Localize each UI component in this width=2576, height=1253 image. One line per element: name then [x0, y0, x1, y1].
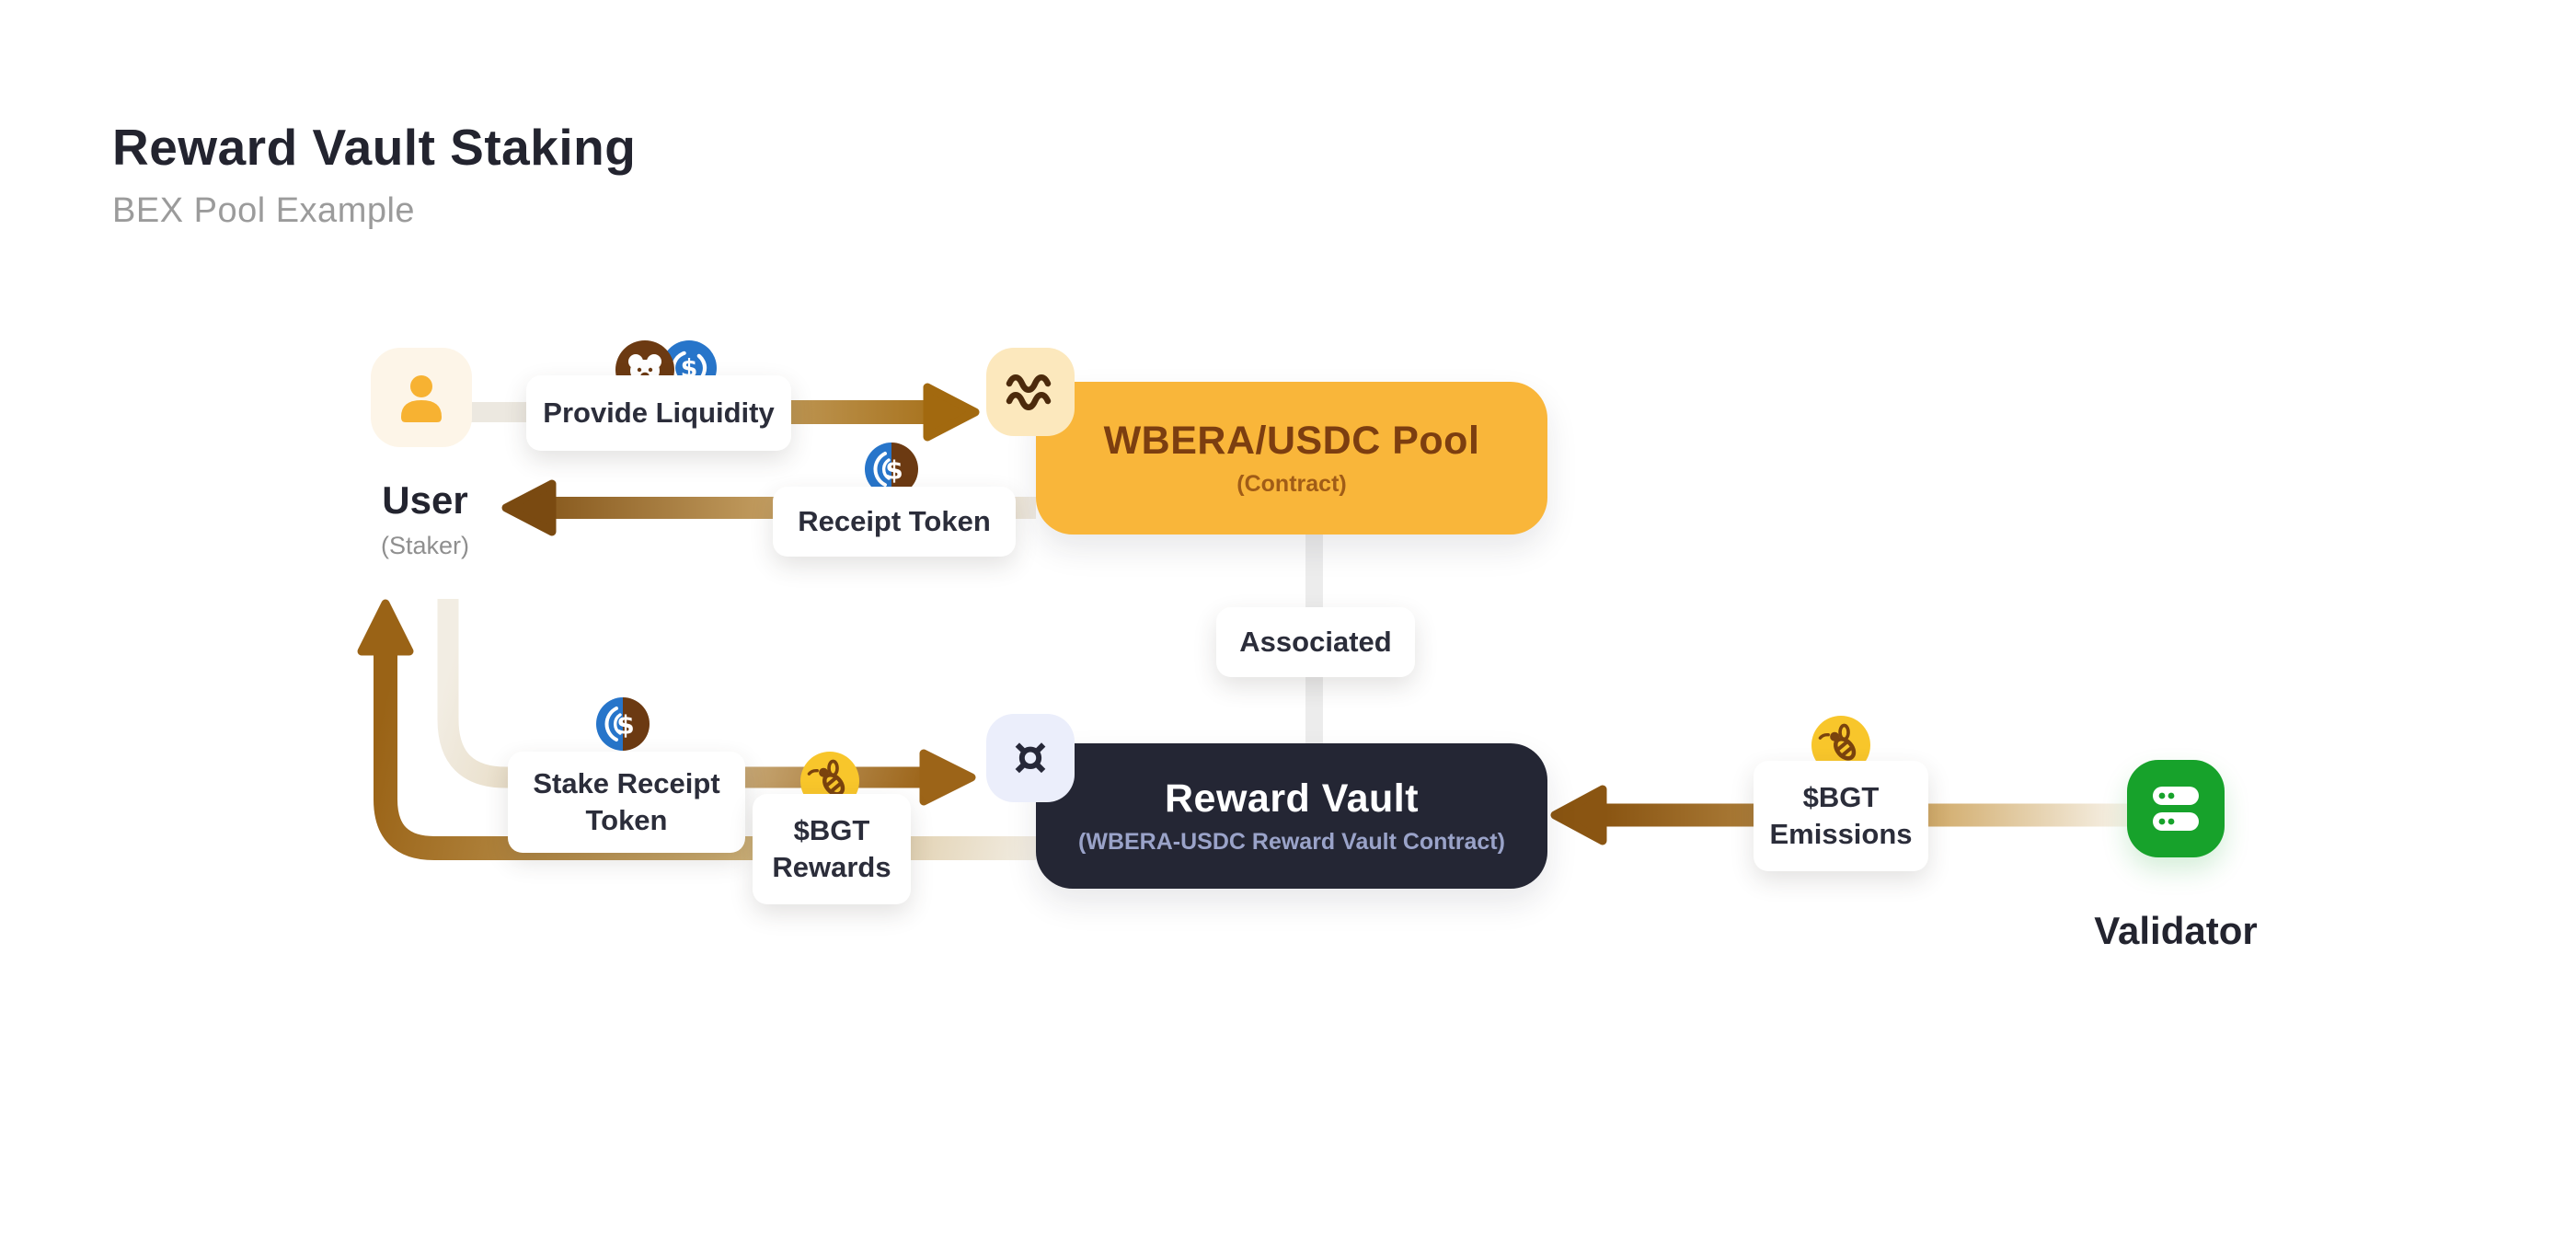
user-label: User [382, 478, 468, 522]
edge-label-receipt-token: Receipt Token [773, 487, 1016, 557]
pool-subtitle: (Contract) [1236, 471, 1347, 497]
currency-sign-icon: ¤ [1013, 725, 1048, 787]
edge-label-associated: Associated [1216, 607, 1415, 677]
edge-provide-liquidity-arrow [789, 383, 980, 442]
edge-user-to-provide-liquidity-stub [469, 402, 530, 422]
waves-icon [986, 346, 1075, 439]
svg-text:$: $ [616, 710, 634, 741]
pool-title: WBERA/USDC Pool [1103, 419, 1480, 463]
reward-vault-title: Reward Vault [1164, 776, 1420, 821]
page-subtitle: BEX Pool Example [112, 191, 416, 230]
reward-vault-subtitle: (WBERA-USDC Reward Vault Contract) [1078, 829, 1505, 855]
edge-label-stake-receipt-token: Stake Receipt Token [508, 752, 745, 853]
edge-stake-receipt-token-arrow [437, 599, 976, 806]
user-sublabel: (Staker) [380, 532, 470, 559]
edge-label-provide-liquidity: Provide Liquidity [526, 375, 791, 451]
server-icon [2127, 787, 2225, 861]
reward-vault-badge: ¤ [986, 714, 1075, 802]
pool-badge [986, 348, 1075, 436]
person-icon [371, 375, 472, 451]
header: Reward Vault Staking BEX Pool Example [112, 118, 636, 231]
reward-vault-node: Reward Vault (WBERA-USDC Reward Vault Co… [1036, 743, 1547, 889]
edge-label-bgt-rewards: $BGT Rewards [753, 794, 911, 904]
validator-label: Validator [2094, 909, 2258, 952]
page-title: Reward Vault Staking [112, 119, 637, 176]
svg-text:$: $ [885, 455, 903, 486]
validator-node [2127, 760, 2225, 857]
edge-label-bgt-emissions: $BGT Emissions [1754, 761, 1928, 871]
user-node [371, 348, 472, 447]
pool-node: WBERA/USDC Pool (Contract) [1036, 382, 1547, 535]
bee-coin-icon [1811, 716, 1870, 779]
split-coin-icon: $ [595, 696, 650, 756]
split-coin-icon: $ [864, 442, 919, 501]
edge-bgt-rewards-arrow [357, 599, 1036, 860]
